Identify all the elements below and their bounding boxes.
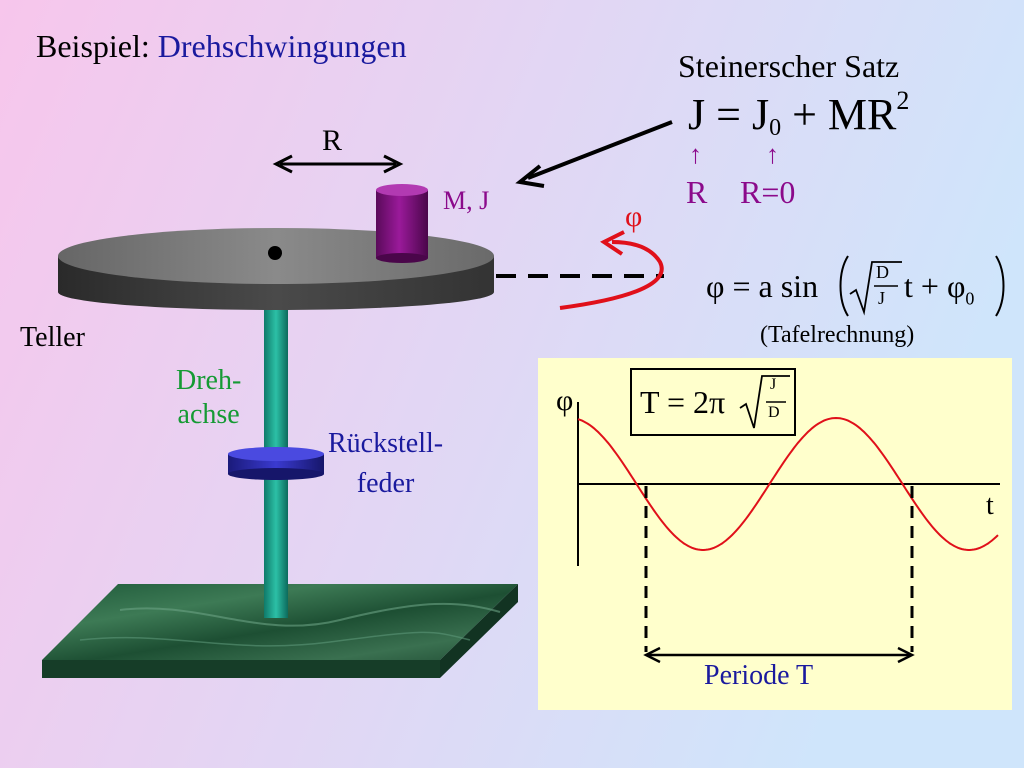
phi-equation: φ = a sin <box>706 268 818 305</box>
marble-base <box>42 584 518 678</box>
steiner-up-arrow-left: ↑ <box>689 140 702 169</box>
title-highlight: Drehschwingungen <box>157 28 407 64</box>
period-frac-den: D <box>768 404 780 421</box>
spring-label: Rückstell- feder <box>328 424 443 504</box>
phi-angle-label: φ <box>625 200 643 233</box>
steiner-formula: J = J0 + MR2 <box>688 86 909 142</box>
axis-label: Dreh- achse <box>176 364 241 432</box>
period-formula-box: T = 2π J D <box>630 368 796 436</box>
oscillation-curve <box>577 416 999 551</box>
disk-center-dot <box>268 246 282 260</box>
phi-equation-rest: t + φ0 <box>904 268 974 309</box>
steiner-sup2: 2 <box>896 86 910 115</box>
steiner-heading: Steinerscher Satz <box>678 48 900 84</box>
restoring-spring <box>228 447 324 480</box>
period-label: Periode T <box>704 660 814 691</box>
phi-equation-rest-text: t + φ <box>904 268 966 304</box>
disk-teller <box>58 228 494 310</box>
steiner-formula-lhs: J = J <box>688 90 770 139</box>
phi-equation-lhs: φ = a sin <box>706 268 819 304</box>
steiner-up-arrow-right: ↑ <box>766 140 779 169</box>
r-distance-arrow <box>272 154 404 174</box>
graph-y-label: φ <box>556 384 574 417</box>
steiner-note-right: R=0 <box>740 174 796 210</box>
steiner-sub0: 0 <box>769 115 782 141</box>
phi-frac-num: D <box>876 262 889 282</box>
phi-equation-sub0: 0 <box>965 288 975 309</box>
steiner-pointer-arrow <box>515 120 673 188</box>
phi-equation-decor <box>839 255 1005 317</box>
axis-label-line2: achse <box>177 399 240 430</box>
teller-label: Teller <box>20 322 85 353</box>
rotation-arrow <box>559 230 664 310</box>
graph-panel <box>538 358 1012 710</box>
spring-label-line2: feder <box>356 468 415 499</box>
mass-label: M, J <box>443 186 490 215</box>
mass-cylinder <box>376 184 428 263</box>
graph-x-label: t <box>986 490 994 521</box>
period-formula-decor <box>739 375 790 429</box>
slide-title: Beispiel: Drehschwingungen <box>36 28 407 65</box>
r-label: R <box>322 124 343 157</box>
steiner-note-left: R <box>686 174 708 210</box>
period-frac-num: J <box>770 376 777 393</box>
steiner-formula-rhs: + MR <box>781 90 897 139</box>
spring-label-line1: Rückstell- <box>328 428 444 459</box>
tafelrechnung-note: (Tafelrechnung) <box>760 322 915 348</box>
axis-label-line1: Dreh- <box>176 365 242 396</box>
period-formula-prefix: T = 2π <box>640 384 726 420</box>
title-prefix: Beispiel: <box>36 28 158 64</box>
phi-frac-den: J <box>878 288 886 308</box>
